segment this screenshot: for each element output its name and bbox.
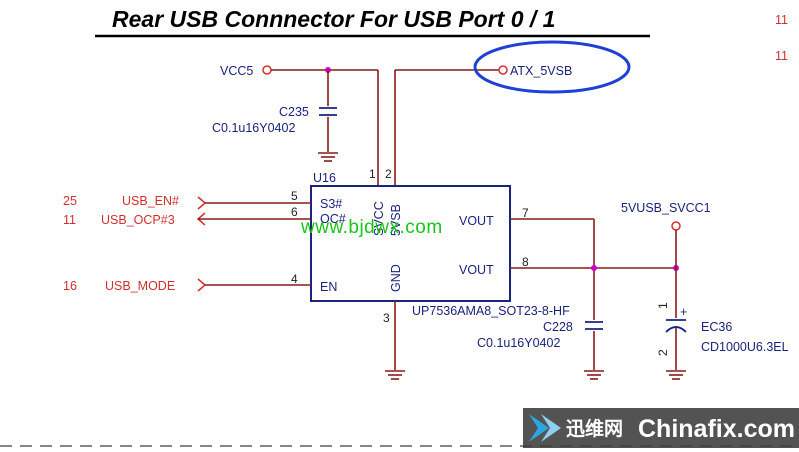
pin-name-oc: OC# [320,212,346,226]
usb-en-label: USB_EN# [122,194,179,208]
schematic-title: Rear USB Connnector For USB Port 0 / 1 [112,6,555,32]
pin-number-4: 4 [291,272,298,286]
pin-number-5: 5 [291,189,298,203]
logo-arrow-icon [529,414,549,442]
ec36-ref: EC36 [701,320,732,334]
pin-name-vout2: VOUT [459,263,494,277]
page-ref-2: 11 [775,49,788,63]
logo-en-text: Chinafix.com [638,415,795,443]
vcc5-label: VCC5 [220,64,253,78]
chinafix-logo: 迅维网 Chinafix.com [523,408,799,448]
ec36-pin2: 2 [656,349,670,356]
usb-mode-page: 16 [63,279,77,293]
usb-mode-arrow-icon [197,278,207,292]
ic-part-number: UP7536AMA8_SOT23-8-HF [412,304,570,318]
ground-icon [584,370,604,380]
ground-icon [318,152,338,162]
ec36-value: CD1000U6.3EL [701,340,789,354]
c235-value: C0.1u16Y0402 [212,121,295,135]
logo-cn-text: 迅维网 [566,417,623,440]
atx-5vsb-port-icon [498,65,508,75]
usb-mode-label: USB_MODE [105,279,175,293]
pin-number-3: 3 [383,311,390,325]
ec36-plate-negative [665,326,687,333]
pin-number-7: 7 [522,206,529,220]
svcc-out-label: 5VUSB_SVCC1 [621,201,711,215]
pin-name-s3: S3# [320,197,342,211]
pin-name-svcc: SVCC [372,201,386,236]
ic-body [310,185,511,302]
svcc-out-port-icon [671,221,681,231]
vcc5-port-icon [262,65,272,75]
logo-arrow-icon [541,414,561,442]
usb-ocp-label: USB_OCP#3 [101,213,175,227]
usb-ocp-page: 11 [63,213,76,227]
pin-name-en: EN [320,280,337,294]
watermark-text: www.bjdwx.com [300,217,443,238]
highlight-circle [473,40,631,94]
pin-number-2: 2 [385,167,392,181]
pin-name-vout1: VOUT [459,214,494,228]
ground-icon [385,370,405,380]
pin-name-5vsb: 5VSB [389,204,403,236]
pin-name-gnd: GND [389,264,403,292]
usb-en-page: 25 [63,194,77,208]
c228-ref: C228 [543,320,573,334]
usb-en-arrow-icon [197,196,207,210]
ic-ref: U16 [313,171,336,185]
c235-ref: C235 [279,105,309,119]
ec36-pin1: 1 [656,302,670,309]
junction-dot [591,265,597,271]
ec36-plus-icon: + [680,305,687,319]
pin-number-8: 8 [522,255,529,269]
ground-icon [666,370,686,380]
page-ref-1: 11 [775,13,788,27]
atx-5vsb-label: ATX_5VSB [510,64,572,78]
pin-number-6: 6 [291,205,298,219]
pin-number-1: 1 [369,167,376,181]
c228-value: C0.1u16Y0402 [477,336,560,350]
